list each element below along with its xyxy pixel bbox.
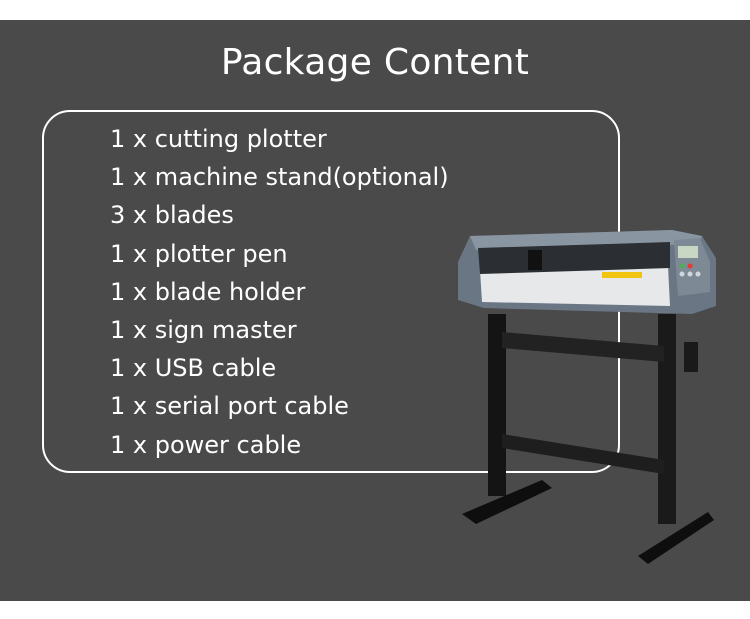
list-item: 1 x serial port cable [110,392,349,421]
warning-label [602,272,642,278]
list-item: 1 x USB cable [110,354,277,383]
stand-back-leg [658,314,676,524]
control-button-icon [679,271,685,277]
list-item: 1 x plotter pen [110,239,288,268]
stand-lower-crossbar [502,434,664,474]
status-led-icon [687,263,693,269]
list-item: 1 x cutting plotter [110,125,327,153]
control-button-icon [687,271,693,277]
lcd-screen [678,246,698,258]
cutting-head [528,250,542,270]
plotter-feed-slot [478,242,670,274]
stand-front-foot [462,480,552,524]
page-title: Package Content [220,42,530,83]
list-item: 1 x machine stand(optional) [110,163,449,192]
list-item: 3 x blades [110,201,234,230]
cutting-plotter-image [458,230,716,564]
list-item: 1 x blade holder [110,277,306,306]
stand-upper-crossbar [502,332,664,362]
control-button-icon [695,271,701,277]
stand-back-foot [638,512,714,564]
status-led-icon [679,263,685,269]
package-item-list: 1 x cutting plotter 1 x machine stand(op… [110,120,449,464]
list-item: 1 x power cable [110,430,302,459]
list-item: 1 x sign master [110,315,297,344]
stand-front-leg [488,314,506,496]
stand-hook [684,342,698,372]
